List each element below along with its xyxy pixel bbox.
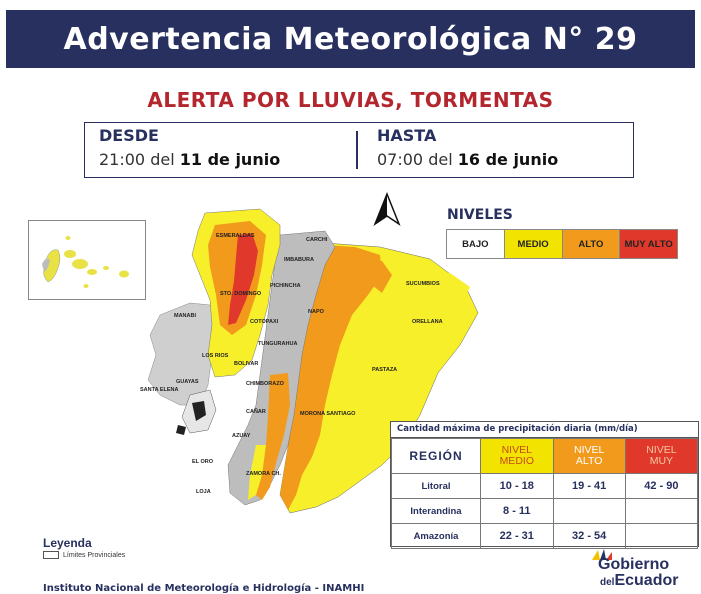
cell-alto (552, 498, 626, 524)
logo-line-1: Gobierno (598, 556, 670, 573)
cell-region: Interandina (391, 498, 481, 524)
level-bajo: BAJO (447, 230, 504, 258)
legend-item-label: Límites Provinciales (63, 551, 126, 559)
label-morona: MORONA SANTIAGO (300, 411, 356, 417)
table-row: Litoral 10 - 18 19 - 41 42 - 90 (391, 473, 699, 499)
label-pastaza: PASTAZA (372, 367, 397, 373)
title-banner: Advertencia Meteorológica N° 29 (6, 10, 695, 68)
cell-medio: 8 - 11 (480, 498, 554, 524)
label-chimborazo: CHIMBORAZO (246, 381, 285, 387)
level-alto: ALTO (561, 230, 620, 258)
page-title: Advertencia Meteorológica N° 29 (63, 21, 638, 57)
levels-legend: BAJO MEDIO ALTO MUY ALTO (446, 229, 678, 259)
to-label: HASTA (377, 126, 437, 145)
label-el-oro: EL ORO (192, 459, 214, 465)
alert-subtitle: ALERTA POR LLUVIAS, TORMENTAS (147, 88, 554, 112)
cell-region: Litoral (391, 473, 481, 499)
label-manabi: MANABI (174, 313, 196, 319)
label-santa-elena: SANTA ELENA (140, 387, 179, 393)
from-value: 21:00 del 11 de junio (99, 150, 281, 169)
table-row: Interandina 8 - 11 (391, 498, 699, 524)
cell-medio: 22 - 31 (480, 523, 554, 549)
cell-muy (624, 498, 699, 524)
validity-box: DESDE 21:00 del 11 de junio HASTA 07:00 … (84, 122, 634, 178)
institution-credit: Instituto Nacional de Meteorología e Hid… (43, 583, 365, 594)
label-azuay: AZUAY (232, 433, 251, 439)
north-arrow-icon (373, 192, 401, 226)
cell-region: Amazonía (391, 523, 481, 549)
legend-item: Límites Provinciales (43, 551, 125, 559)
cell-muy: 42 - 90 (624, 473, 699, 499)
table-caption: Cantidad máxima de precipitación diaria … (391, 422, 698, 438)
level-muy-alto: MUY ALTO (619, 230, 677, 258)
logo-line-2: delEcuador (600, 572, 679, 589)
precipitation-table: Cantidad máxima de precipitación diaria … (390, 421, 699, 549)
header-region: REGIÓN (391, 438, 481, 474)
label-orellana: ORELLANA (412, 319, 443, 325)
from-label: DESDE (99, 126, 159, 145)
ecuador-map: ESMERALDAS CARCHI IMBABURA PICHINCHA STO… (140, 208, 479, 514)
to-value: 07:00 del 16 de junio (377, 150, 559, 169)
sun-rays-icon (592, 549, 612, 560)
label-pichincha: PICHINCHA (270, 283, 301, 289)
galapagos-inset (28, 220, 146, 300)
boundary-swatch (43, 551, 59, 559)
gobierno-logo: Gobierno delEcuador (588, 548, 698, 590)
label-canar: CAÑAR (246, 408, 266, 415)
label-tungurahua: TUNGURAHUA (258, 341, 297, 347)
cell-alto: 19 - 41 (552, 473, 626, 499)
label-los-rios: LOS RIOS (202, 353, 229, 359)
label-loja: LOJA (196, 489, 211, 495)
cell-medio: 10 - 18 (480, 473, 554, 499)
label-guayas: GUAYAS (176, 379, 199, 385)
legend-title: Leyenda (43, 536, 92, 550)
label-napo: NAPO (308, 309, 325, 315)
label-esmeraldas: ESMERALDAS (216, 233, 255, 239)
label-imbabura: IMBABURA (284, 257, 314, 263)
level-medio: MEDIO (503, 230, 562, 258)
table-row: Amazonía 22 - 31 32 - 54 (391, 523, 699, 549)
label-zamora: ZAMORA CH. (246, 471, 281, 477)
cell-alto: 32 - 54 (552, 523, 626, 549)
date-separator (356, 131, 358, 169)
levels-title: NIVELES (447, 207, 513, 223)
label-sto-domingo: STO. DOMINGO (220, 291, 262, 297)
label-bolivar: BOLIVAR (234, 361, 258, 367)
cell-muy (624, 523, 699, 549)
label-sucumbios: SUCUMBIOS (406, 281, 440, 287)
label-carchi: CARCHI (306, 237, 328, 243)
label-cotopaxi: COTOPAXI (250, 319, 279, 325)
